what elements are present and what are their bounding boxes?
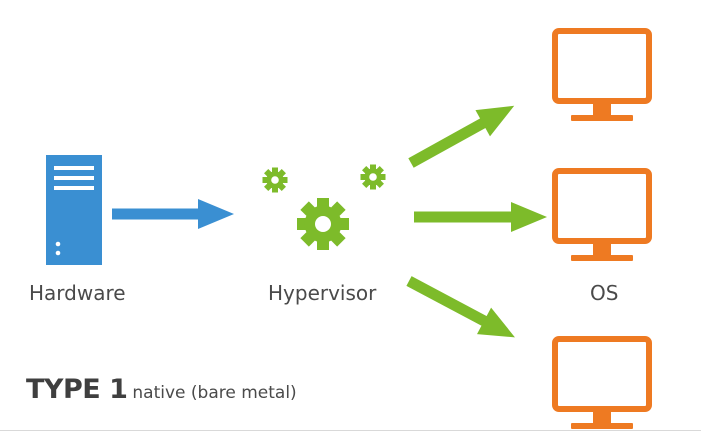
bottom-divider [0, 430, 701, 431]
hypervisor-label: Hypervisor [268, 281, 377, 305]
monitor-icon [555, 171, 649, 261]
monitor-icon [555, 31, 649, 121]
arrow-hypervisor-to-os-top [408, 105, 515, 168]
arrow-hardware-to-hypervisor [112, 199, 234, 229]
arrow-hypervisor-to-os-bottom [406, 276, 515, 338]
monitor-icon [555, 339, 649, 429]
arrow-hypervisor-to-os-middle [414, 202, 547, 232]
caption-type: TYPE 1 [26, 374, 128, 405]
gears-icon [262, 164, 386, 250]
caption-subtitle: native (bare metal) [132, 383, 297, 403]
server-icon [46, 155, 102, 265]
hardware-label: Hardware [29, 281, 126, 305]
os-label: OS [590, 281, 619, 305]
